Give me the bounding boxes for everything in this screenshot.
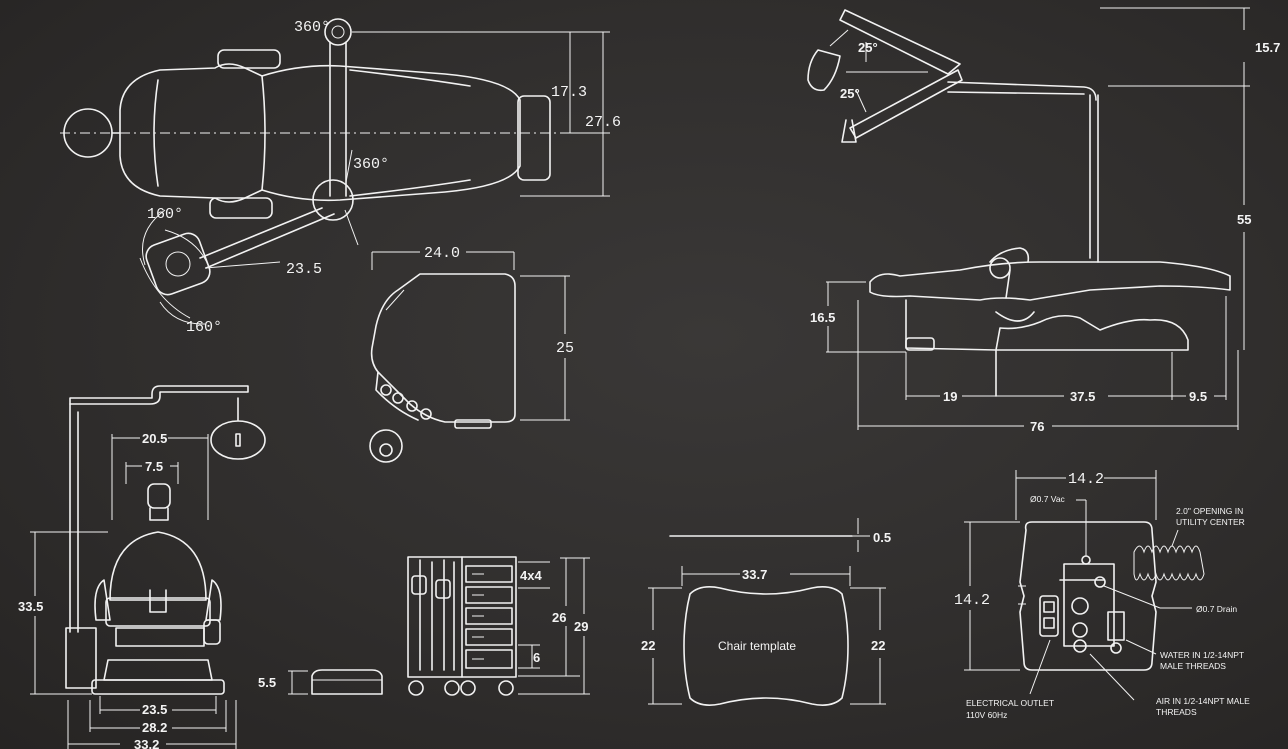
- dim-24-0: 24.0: [424, 245, 460, 262]
- label-opening-line1: 2.0" OPENING IN: [1176, 506, 1243, 516]
- dim-5-5: 5.5: [258, 675, 276, 690]
- label-vac: Ø0.7 Vac: [1030, 494, 1066, 504]
- armrest-bottom: [209, 197, 273, 219]
- label-air-line2: THREADS: [1156, 707, 1197, 717]
- dim-ang-25-b: 25°: [840, 86, 860, 101]
- dim-33-2: 33.2: [134, 737, 159, 749]
- dim-29: 29: [574, 619, 588, 634]
- dim-25: 25: [556, 340, 574, 357]
- dim-15-7: 15.7: [1255, 40, 1280, 55]
- dim-17-3: 17.3: [551, 84, 587, 101]
- front-view-chair: [30, 385, 266, 749]
- dim-37-5: 37.5: [1070, 389, 1095, 404]
- armrest-top: [217, 49, 281, 69]
- dim-ang-25-a: 25°: [858, 40, 878, 55]
- dim-angle-bottom: 160°: [186, 319, 222, 336]
- dim-rot-top: 360°: [294, 19, 330, 36]
- dim-14-2-left: 14.2: [954, 592, 990, 609]
- dim-76: 76: [1030, 419, 1044, 434]
- dim-20-5: 20.5: [142, 431, 167, 446]
- dim-55: 55: [1237, 212, 1251, 227]
- dim-4x4: 4x4: [520, 568, 542, 583]
- label-water-line2: MALE THREADS: [1160, 661, 1226, 671]
- dim-23-5-base: 23.5: [142, 702, 167, 717]
- utility-center-drawing: [964, 470, 1205, 701]
- foot-pedal-drawing: [288, 669, 383, 695]
- top-view-chair: [60, 18, 610, 325]
- label-electrical-line2: 110V 60Hz: [966, 710, 1007, 720]
- label-air-line1: AIR IN 1/2-14NPT MALE: [1156, 696, 1250, 706]
- chair-template-label: Chair template: [718, 639, 796, 653]
- foot-control-icon: [369, 429, 403, 463]
- label-drain: Ø0.7 Drain: [1196, 604, 1237, 614]
- dim-28-2: 28.2: [142, 720, 167, 735]
- dim-9-5: 9.5: [1189, 389, 1207, 404]
- dim-22-left: 22: [641, 638, 655, 653]
- dim-6: 6: [533, 650, 540, 665]
- dim-7-5: 7.5: [145, 459, 163, 474]
- label-electrical-line1: ELECTRICAL OUTLET: [966, 698, 1054, 708]
- dim-23-5-arm: 23.5: [286, 261, 322, 278]
- dim-33-5: 33.5: [18, 599, 43, 614]
- dim-22-right: 22: [871, 638, 885, 653]
- dim-27-6: 27.6: [585, 114, 621, 131]
- dim-19: 19: [943, 389, 957, 404]
- dim-14-2-top: 14.2: [1068, 471, 1104, 488]
- dim-angle-left: 160°: [147, 206, 183, 223]
- dim-16-5: 16.5: [810, 310, 835, 325]
- dim-26: 26: [552, 610, 566, 625]
- dim-33-7: 33.7: [742, 567, 767, 582]
- cabinet-drawing: [407, 556, 590, 696]
- label-opening-line2: UTILITY CENTER: [1176, 517, 1245, 527]
- delivery-unit-drawing: [369, 251, 570, 463]
- label-water-line1: WATER IN 1/2-14NPT: [1160, 650, 1244, 660]
- dim-rot-mid: 360°: [353, 156, 389, 173]
- dim-0-5: 0.5: [873, 530, 891, 545]
- chair-template-drawing: [648, 518, 886, 706]
- side-view-chair: [807, 7, 1250, 430]
